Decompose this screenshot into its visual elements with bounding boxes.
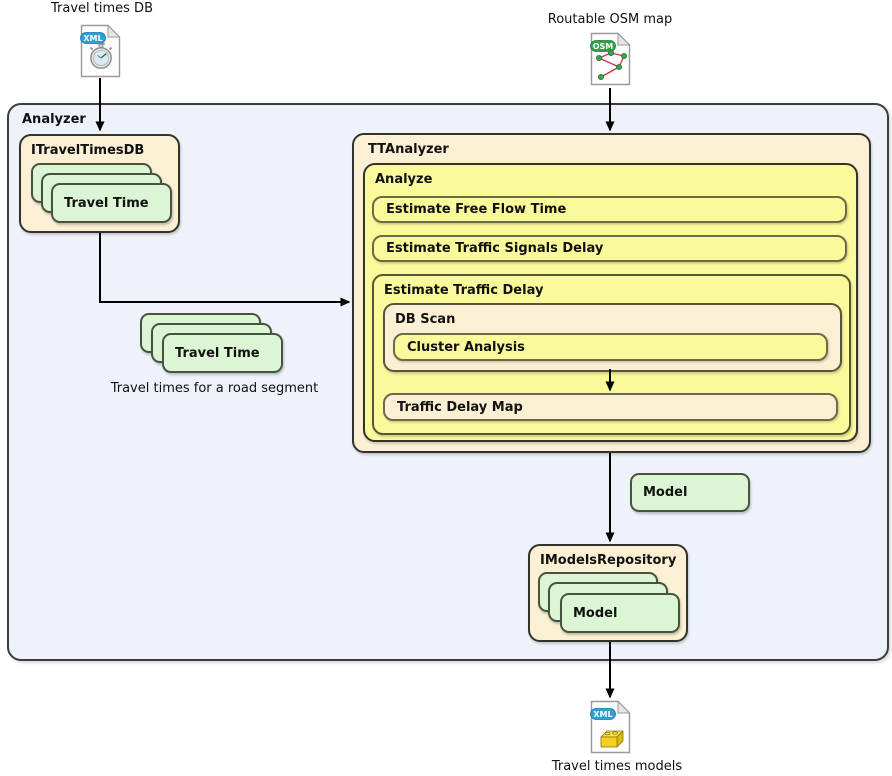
- osm-badge: [590, 40, 616, 52]
- osm-graph-file-icon: OSM: [590, 32, 631, 86]
- file-fold-corner: [617, 32, 631, 46]
- travel-time-card-label: Travel Time: [64, 195, 149, 211]
- model-card-label: Model: [643, 485, 688, 500]
- estimate-free-flow-time-step: Estimate Free Flow Time: [372, 196, 847, 223]
- itraveltimesdb-label: ITravelTimesDB: [31, 143, 145, 158]
- travel-times-models-caption: Travel times models: [551, 759, 683, 774]
- file-fold-corner: [617, 700, 631, 714]
- estimate-traffic-signals-delay-step: Estimate Traffic Signals Delay: [372, 235, 847, 262]
- xml-badge: [590, 708, 616, 720]
- analyze-box: Analyze Estimate Free Flow Time Estimate…: [363, 163, 858, 442]
- imodelsrepository-label: IModelsRepository: [540, 553, 677, 568]
- db-scan-label: DB Scan: [395, 312, 456, 327]
- traffic-delay-map-step: Traffic Delay Map: [383, 393, 838, 421]
- routable-osm-map-caption: Routable OSM map: [547, 12, 673, 27]
- xml-badge: [80, 32, 106, 44]
- ttanalyzer-box: TTAnalyzer Analyze Estimate Free Flow Ti…: [352, 133, 871, 453]
- road-graph-nodes: [596, 49, 627, 81]
- travel-time-stack-label: Travel Time: [175, 345, 260, 361]
- road-segment-note: Travel times for a road segment: [110, 381, 319, 396]
- xml-badge-label: XML: [83, 34, 102, 43]
- travel-time-stack-card: Travel Time: [162, 333, 283, 373]
- file-fold-corner: [107, 24, 121, 38]
- xml-badge-label: XML: [593, 710, 612, 719]
- model-card: Model: [630, 473, 750, 512]
- travel-times-db-caption: Travel times DB: [51, 1, 153, 16]
- estimate-traffic-delay-label: Estimate Traffic Delay: [384, 283, 544, 298]
- db-scan-box: DB Scan Cluster Analysis: [383, 303, 842, 372]
- imodelsrepository-box: IModelsRepository Model: [528, 544, 688, 642]
- xml-stopwatch-file-icon: XML: [80, 24, 121, 78]
- model-repo-card: Model: [560, 593, 680, 633]
- estimate-traffic-delay-box: Estimate Traffic Delay DB Scan Cluster A…: [372, 274, 851, 435]
- travel-time-card: Travel Time: [51, 183, 172, 223]
- osm-badge-label: OSM: [593, 42, 614, 51]
- itraveltimesdb-box: ITravelTimesDB Travel Time: [19, 134, 180, 233]
- xml-brick-file-icon: XML: [590, 700, 631, 754]
- ttanalyzer-label: TTAnalyzer: [368, 142, 449, 157]
- brick-icon: [600, 730, 624, 748]
- stopwatch-icon: [89, 43, 113, 69]
- cluster-analysis-step: Cluster Analysis: [393, 333, 828, 361]
- analyze-label: Analyze: [375, 172, 433, 187]
- analyzer-container: Analyzer ITravelTimesDB Travel Time TTAn…: [7, 103, 889, 661]
- model-repo-card-label: Model: [573, 605, 618, 621]
- analyzer-label: Analyzer: [22, 112, 86, 127]
